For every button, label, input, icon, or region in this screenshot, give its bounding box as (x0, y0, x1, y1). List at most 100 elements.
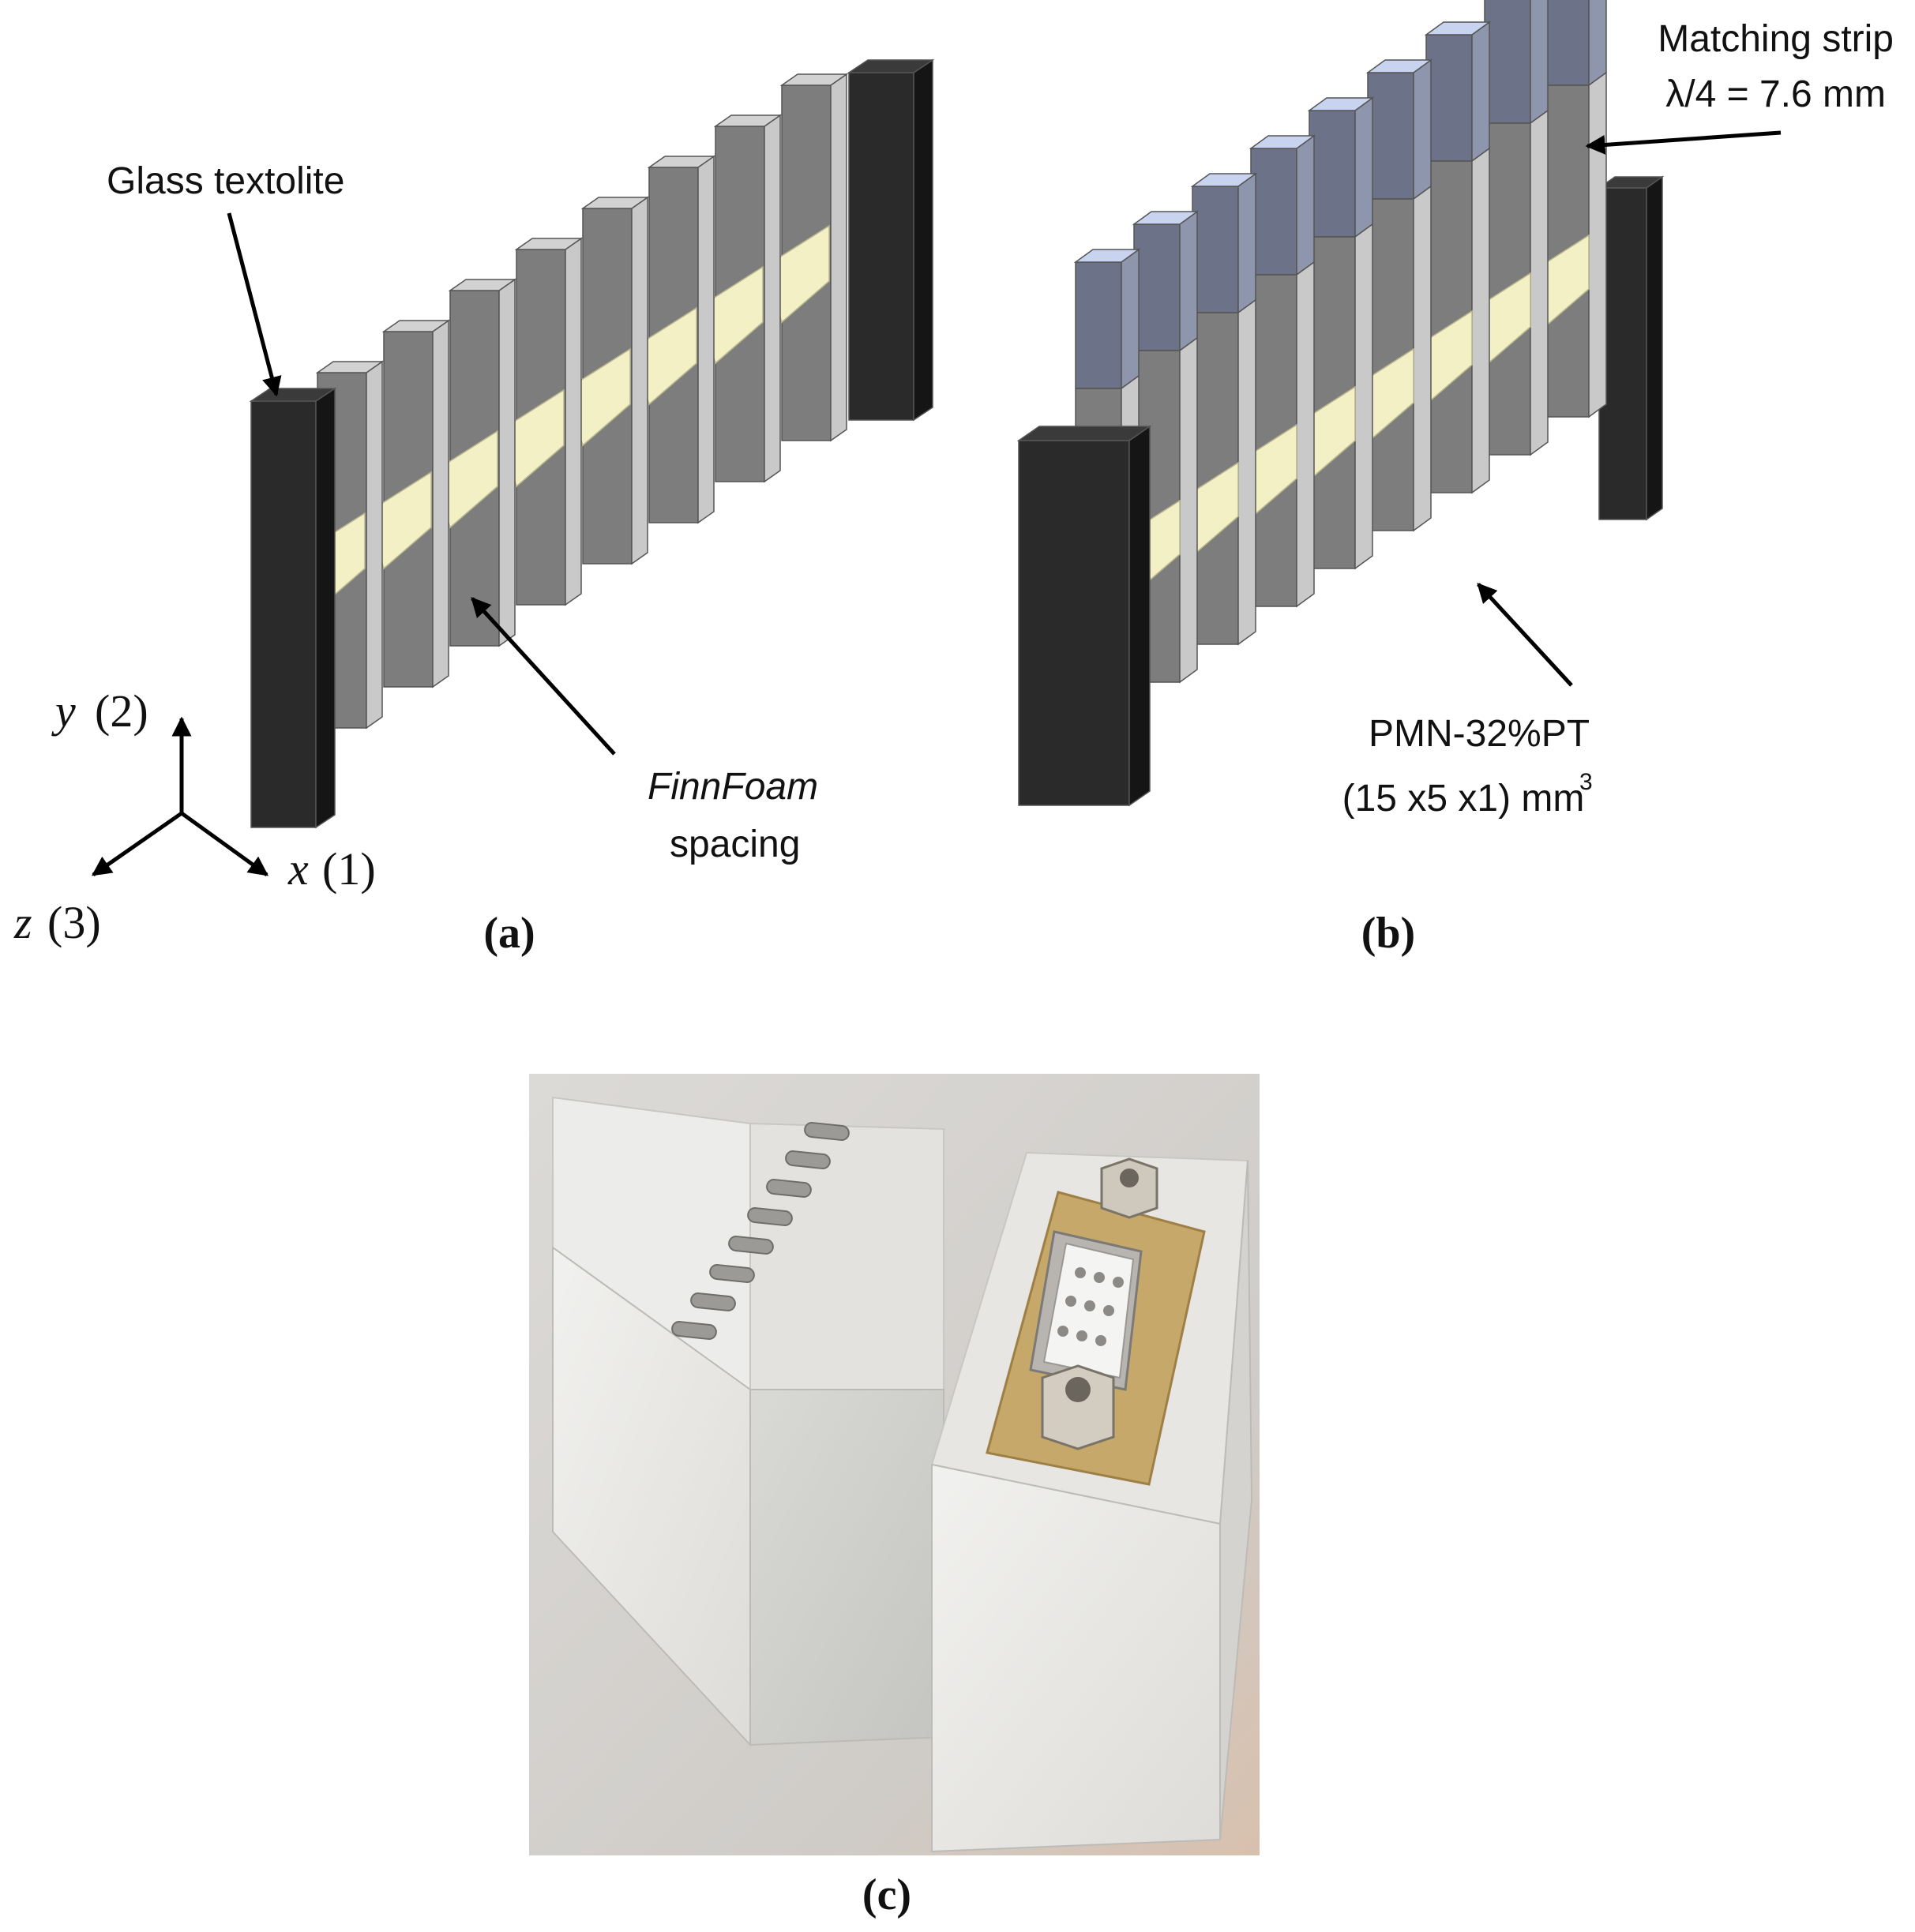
matching-strip-2-top (1132, 211, 1200, 225)
hex-standoff-top-hole (1120, 1169, 1139, 1187)
plate-1-side (366, 360, 383, 730)
panel-a-array (249, 58, 935, 829)
pmn-plate-9-side (1588, 71, 1607, 418)
plate-4-top (514, 238, 584, 250)
matching-strip-1-side (1121, 248, 1140, 390)
slot-row (671, 1122, 850, 1340)
matching-strip-3-front (1192, 186, 1239, 313)
glass-textolite-arrow (227, 212, 282, 397)
matching-strip-8-front (1484, 0, 1531, 124)
transducer-photo (529, 1074, 1260, 1855)
panel-a-annotations: Glass textolite FinnFoam spacing y (2) x… (13, 160, 818, 958)
plate-2-side (432, 319, 449, 688)
plate-5-top (580, 197, 650, 209)
housing-right-face (749, 1122, 944, 1390)
plate-4-side (565, 237, 582, 606)
pmn-label: PMN-32%PT (1369, 713, 1590, 755)
panel-c-label: (c) (862, 1870, 911, 1919)
pmn-plate-7-side (1471, 147, 1490, 494)
matching-strip-2-front (1133, 223, 1181, 351)
textolite-back-front (848, 72, 914, 421)
matching-strip-8-side (1530, 0, 1549, 125)
slot-6 (709, 1264, 755, 1283)
finnfoam-label-italic: FinnFoam (648, 766, 818, 808)
pmn-plate-5-side (1354, 223, 1373, 570)
matching-strip-2-side (1179, 210, 1198, 352)
matching-strip-4-side (1296, 134, 1315, 276)
textolite-back-top (1597, 176, 1665, 189)
panel-b-label: (b) (1361, 909, 1415, 958)
matching-strip-6-side (1413, 58, 1432, 201)
matching-strip-4-top (1249, 135, 1316, 149)
plate-7-side (764, 114, 781, 483)
slot-1 (804, 1122, 850, 1141)
slot-7 (690, 1292, 736, 1311)
plate-3-top (448, 279, 517, 291)
connector-housing-front (931, 1463, 1221, 1853)
connector-pin-7 (1057, 1326, 1068, 1337)
connector-pin-9 (1095, 1335, 1106, 1346)
glass-textolite-label: Glass textolite (107, 160, 344, 202)
pmn-arrow (1477, 583, 1573, 687)
matching-strip-9-side (1588, 0, 1607, 87)
connector-pin-5 (1084, 1300, 1095, 1311)
textolite-front-side (315, 387, 336, 829)
matching-strip-7-side (1471, 21, 1490, 163)
matching-strip-1-top (1073, 249, 1141, 263)
pmn-plate-4-side (1296, 261, 1315, 608)
x-axis-letter: x (287, 843, 309, 895)
connector-pins (1057, 1267, 1124, 1346)
slot-5 (728, 1236, 774, 1255)
pmn-plate-3-side (1237, 298, 1256, 646)
z-axis-arrow (91, 811, 183, 877)
hex-standoff-bottom-body (1041, 1364, 1115, 1450)
finnfoam-arrow (471, 597, 616, 756)
textolite-back-side (1646, 175, 1663, 521)
matching-strip-4-front (1250, 148, 1297, 276)
hex-standoff-top (1100, 1157, 1158, 1219)
pmn-dimensions-superscript: 3 (1579, 769, 1593, 795)
x-axis-arrow (180, 811, 269, 877)
slot-3 (766, 1179, 812, 1198)
coordinate-axes: y (2) x (1) z (3) (13, 685, 376, 948)
slot-4 (747, 1207, 793, 1226)
plate-6-top (647, 156, 716, 168)
pmn-dimensions: (15 x5 x1) mm (1342, 778, 1585, 820)
pmn-plate-6-side (1413, 185, 1432, 532)
finnfoam-label-rest: spacing (670, 823, 800, 865)
plate-1-top (315, 361, 385, 373)
textolite-back-side (913, 58, 933, 422)
slot-8 (671, 1321, 717, 1340)
housing-front-right-face (749, 1389, 944, 1746)
connector-pin-1 (1075, 1267, 1086, 1278)
plate-7-top (713, 114, 783, 127)
textolite-front-b-top (1016, 426, 1152, 441)
matching-strip-9-front (1542, 0, 1590, 86)
connector-pin-6 (1103, 1305, 1114, 1316)
panel-b-annotations: Matching strip λ/4 = 7.6 mm PMN-32%PT (1… (1342, 18, 1894, 958)
textolite-back-top (847, 59, 935, 73)
plate-6-side (697, 155, 715, 524)
slot-2 (785, 1150, 831, 1169)
matching-strip-5-side (1354, 96, 1373, 238)
matching-strip-5-top (1307, 97, 1375, 111)
hex-standoff-bottom (1041, 1364, 1115, 1450)
plate-2-top (381, 320, 451, 332)
matching-strip-3-side (1237, 172, 1256, 314)
pmn-plate-8-side (1530, 109, 1549, 456)
textolite-front-b-front (1018, 440, 1130, 806)
connector-pin-3 (1113, 1277, 1124, 1288)
plate-8-side (830, 73, 847, 442)
connector-pin-8 (1076, 1330, 1087, 1341)
matching-strip-label: Matching strip (1658, 18, 1894, 60)
matching-strip-1-front (1075, 261, 1122, 389)
matching-strip-7-front (1425, 34, 1473, 162)
textolite-front-b-side (1128, 425, 1151, 807)
hex-standoff-top-body (1100, 1157, 1158, 1219)
matching-strip-6-top (1365, 59, 1433, 73)
matching-strip-5-front (1309, 110, 1356, 238)
matching-strip-3-top (1190, 173, 1258, 187)
z-axis-number: (3) (47, 897, 101, 948)
hex-standoff-bottom-hole (1065, 1377, 1091, 1402)
